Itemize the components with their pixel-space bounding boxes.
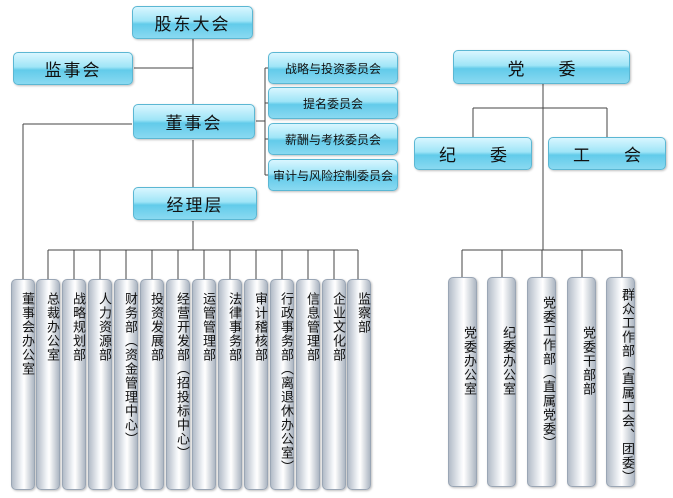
party-committee-box: 党 委: [453, 50, 630, 84]
dept-supervision: 监察部: [347, 279, 371, 490]
management-label: 经理层: [166, 196, 224, 216]
dept-label: 经营开发部（招投标中心）: [174, 292, 189, 460]
dept-label: 运管管理部: [200, 292, 215, 362]
dept-label: 监察部: [355, 292, 370, 334]
dept-operations-management: 运管管理部: [192, 279, 216, 490]
labor-union-box: 工 会: [548, 137, 666, 170]
dept-investment-development: 投资发展部: [140, 279, 164, 490]
dept-information-management: 信息管理部: [296, 279, 320, 490]
dept-label: 党委办公室: [461, 326, 476, 396]
dept-label: 法律事务部: [226, 292, 241, 362]
dept-board-office: 董事会办公室: [11, 279, 35, 490]
shareholders-meeting-label: 股东大会: [154, 15, 231, 35]
dept-party-work: 党委工作部（直属党委）: [527, 277, 556, 487]
labor-union-label: 工 会: [573, 146, 641, 166]
committee-label: 提名委员会: [302, 96, 363, 111]
board-of-directors-label: 董事会: [165, 114, 223, 134]
dept-label: 企业文化部: [330, 292, 345, 362]
dept-label: 行政事务部（离退休办公室）: [278, 292, 293, 474]
dept-label: 纪委办公室: [500, 326, 515, 396]
dept-label: 信息管理部: [304, 292, 319, 362]
committee-label: 战略与投资委员会: [284, 61, 381, 76]
dept-human-resources: 人力资源部: [88, 279, 112, 490]
supervisory-board-label: 监事会: [44, 61, 102, 81]
dept-label: 财务部（资金管理中心）: [122, 292, 137, 446]
dept-audit: 审计稽核部: [244, 279, 268, 490]
committee-audit-risk: 审计与风险控制委员会: [268, 159, 398, 191]
dept-label: 投资发展部: [148, 292, 163, 362]
discipline-committee-box: 纪 委: [414, 137, 532, 170]
dept-strategy-planning: 战略规划部: [62, 279, 86, 490]
dept-administration: 行政事务部（离退休办公室）: [270, 279, 294, 490]
dept-label: 董事会办公室: [19, 292, 34, 376]
dept-mass-work: 群众工作部（直属工会、团委）: [606, 277, 635, 487]
dept-label: 党委工作部（直属党委）: [540, 296, 555, 450]
committee-label: 薪酬与考核委员会: [284, 132, 381, 147]
dept-label: 人力资源部: [96, 292, 111, 362]
discipline-committee-label: 纪 委: [439, 146, 507, 166]
supervisory-board-box: 监事会: [13, 52, 133, 85]
dept-finance: 财务部（资金管理中心）: [114, 279, 138, 490]
dept-label: 党委干部部: [580, 326, 595, 396]
shareholders-meeting-box: 股东大会: [132, 6, 253, 39]
dept-business-development: 经营开发部（招投标中心）: [166, 279, 190, 490]
dept-party-office: 党委办公室: [448, 277, 477, 487]
dept-party-cadre: 党委干部部: [567, 277, 596, 487]
committee-remuneration: 薪酬与考核委员会: [268, 123, 398, 155]
board-of-directors-box: 董事会: [133, 104, 255, 139]
dept-label: 总裁办公室: [44, 292, 59, 362]
dept-label: 群众工作部（直属工会、团委）: [619, 288, 634, 484]
dept-label: 审计稽核部: [252, 292, 267, 362]
dept-discipline-office: 纪委办公室: [487, 277, 516, 487]
dept-corporate-culture: 企业文化部: [322, 279, 346, 490]
committee-strategy-investment: 战略与投资委员会: [268, 52, 398, 84]
committee-label: 审计与风险控制委员会: [272, 168, 393, 183]
dept-legal-affairs: 法律事务部: [218, 279, 242, 490]
dept-president-office: 总裁办公室: [36, 279, 60, 490]
management-box: 经理层: [133, 187, 257, 220]
party-committee-label: 党 委: [507, 59, 576, 80]
committee-nomination: 提名委员会: [268, 87, 398, 119]
dept-label: 战略规划部: [70, 292, 85, 362]
